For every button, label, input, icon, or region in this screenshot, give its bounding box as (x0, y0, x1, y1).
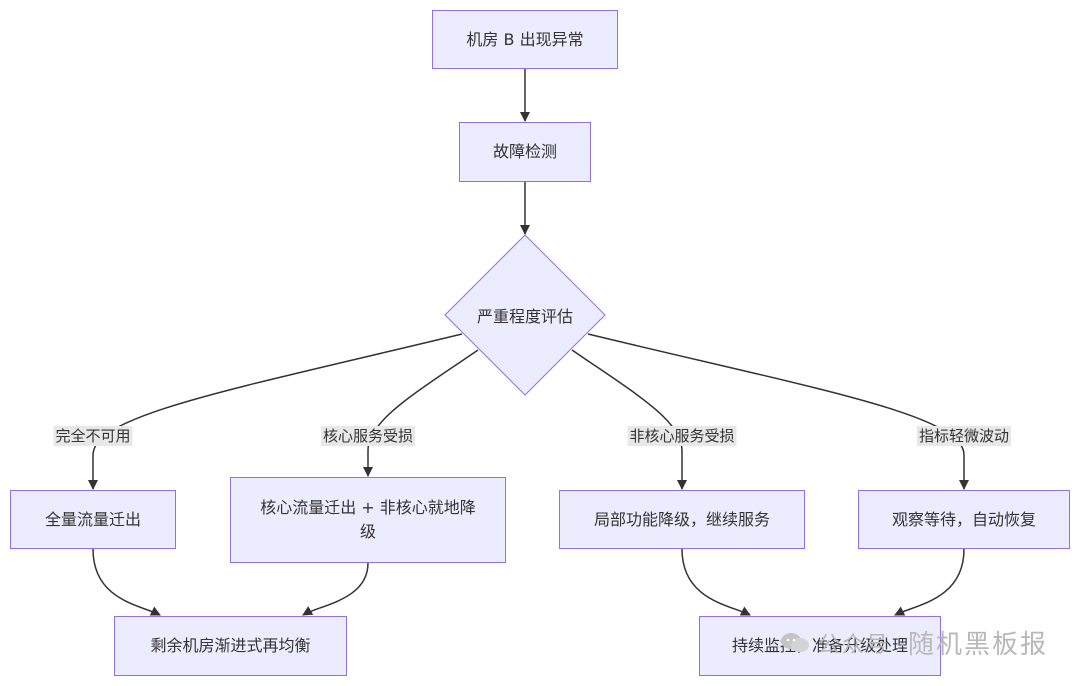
edge-assess-observe (587, 333, 969, 490)
watermark-prefix: 公众号 · (817, 632, 908, 658)
node-monitor: 持续监控，准备升级处理 (699, 616, 941, 676)
label-unavailable: 完全不可用 (53, 426, 133, 446)
edge-core-rebalance (302, 562, 369, 616)
node-core-migrate: 核心流量迁出 + 非核心就地降级 (230, 477, 506, 563)
node-partial-degrade: 局部功能降级，继续服务 (559, 490, 805, 549)
edge-observe-monitor (894, 548, 965, 616)
label-minor-fluctuation: 指标轻微波动 (916, 426, 1012, 446)
node-detect: 故障检测 (459, 122, 591, 182)
node-rebalance: 剩余机房渐进式再均衡 (114, 616, 347, 676)
decision-diamond-shape (444, 234, 606, 396)
watermark: 公众号 · 随机黑板报 (780, 624, 1048, 661)
watermark-name: 随机黑板报 (907, 630, 1048, 660)
edge-assess-full (88, 333, 463, 490)
edge-partial-monitor (681, 548, 751, 616)
edge-assess-core (363, 349, 479, 477)
edge-assess-partial (571, 349, 687, 490)
edge-full-rebalance (92, 548, 161, 616)
node-start: 机房 B 出现异常 (432, 10, 618, 69)
label-core-damaged: 核心服务受损 (320, 426, 416, 446)
label-noncore-damaged: 非核心服务受损 (627, 426, 737, 446)
node-full-migrate: 全量流量迁出 (10, 490, 176, 549)
wechat-icon (780, 632, 809, 652)
node-assess: 严重程度评估 (476, 307, 574, 326)
node-observe: 观察等待，自动恢复 (858, 490, 1070, 549)
